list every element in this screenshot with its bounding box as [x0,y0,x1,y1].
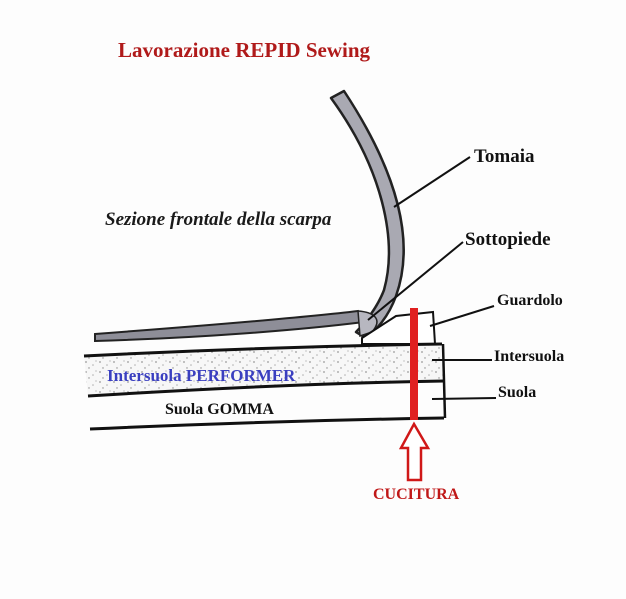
leader-suola [431,397,497,400]
cucitura-arrow-icon [398,421,431,482]
leader-tomaia [393,156,471,208]
label-cucitura: CUCITURA [373,486,460,503]
midsole-bottom-line [87,379,445,398]
leader-sottopiede [367,241,464,321]
label-suola: Suola [498,384,537,401]
diagram-subtitle: Sezione frontale della scarpa [105,209,332,230]
label-intersuola: Intersuola [494,348,565,365]
label-tomaia: Tomaia [474,146,535,167]
leader-guardolo [429,305,495,327]
label-intersuola-performer: Intersuola PERFORMER [107,366,296,385]
insole [94,309,366,343]
diagram-title: Lavorazione REPID Sewing [118,38,370,62]
label-suola-gomma: Suola GOMMA [165,401,274,418]
label-guardolo: Guardolo [497,292,563,309]
label-sottopiede: Sottopiede [465,229,551,250]
outsole-right-edge [441,343,447,419]
outsole-bottom-line [89,416,445,431]
stitch-line [410,308,418,420]
midsole-top-line [83,342,443,358]
